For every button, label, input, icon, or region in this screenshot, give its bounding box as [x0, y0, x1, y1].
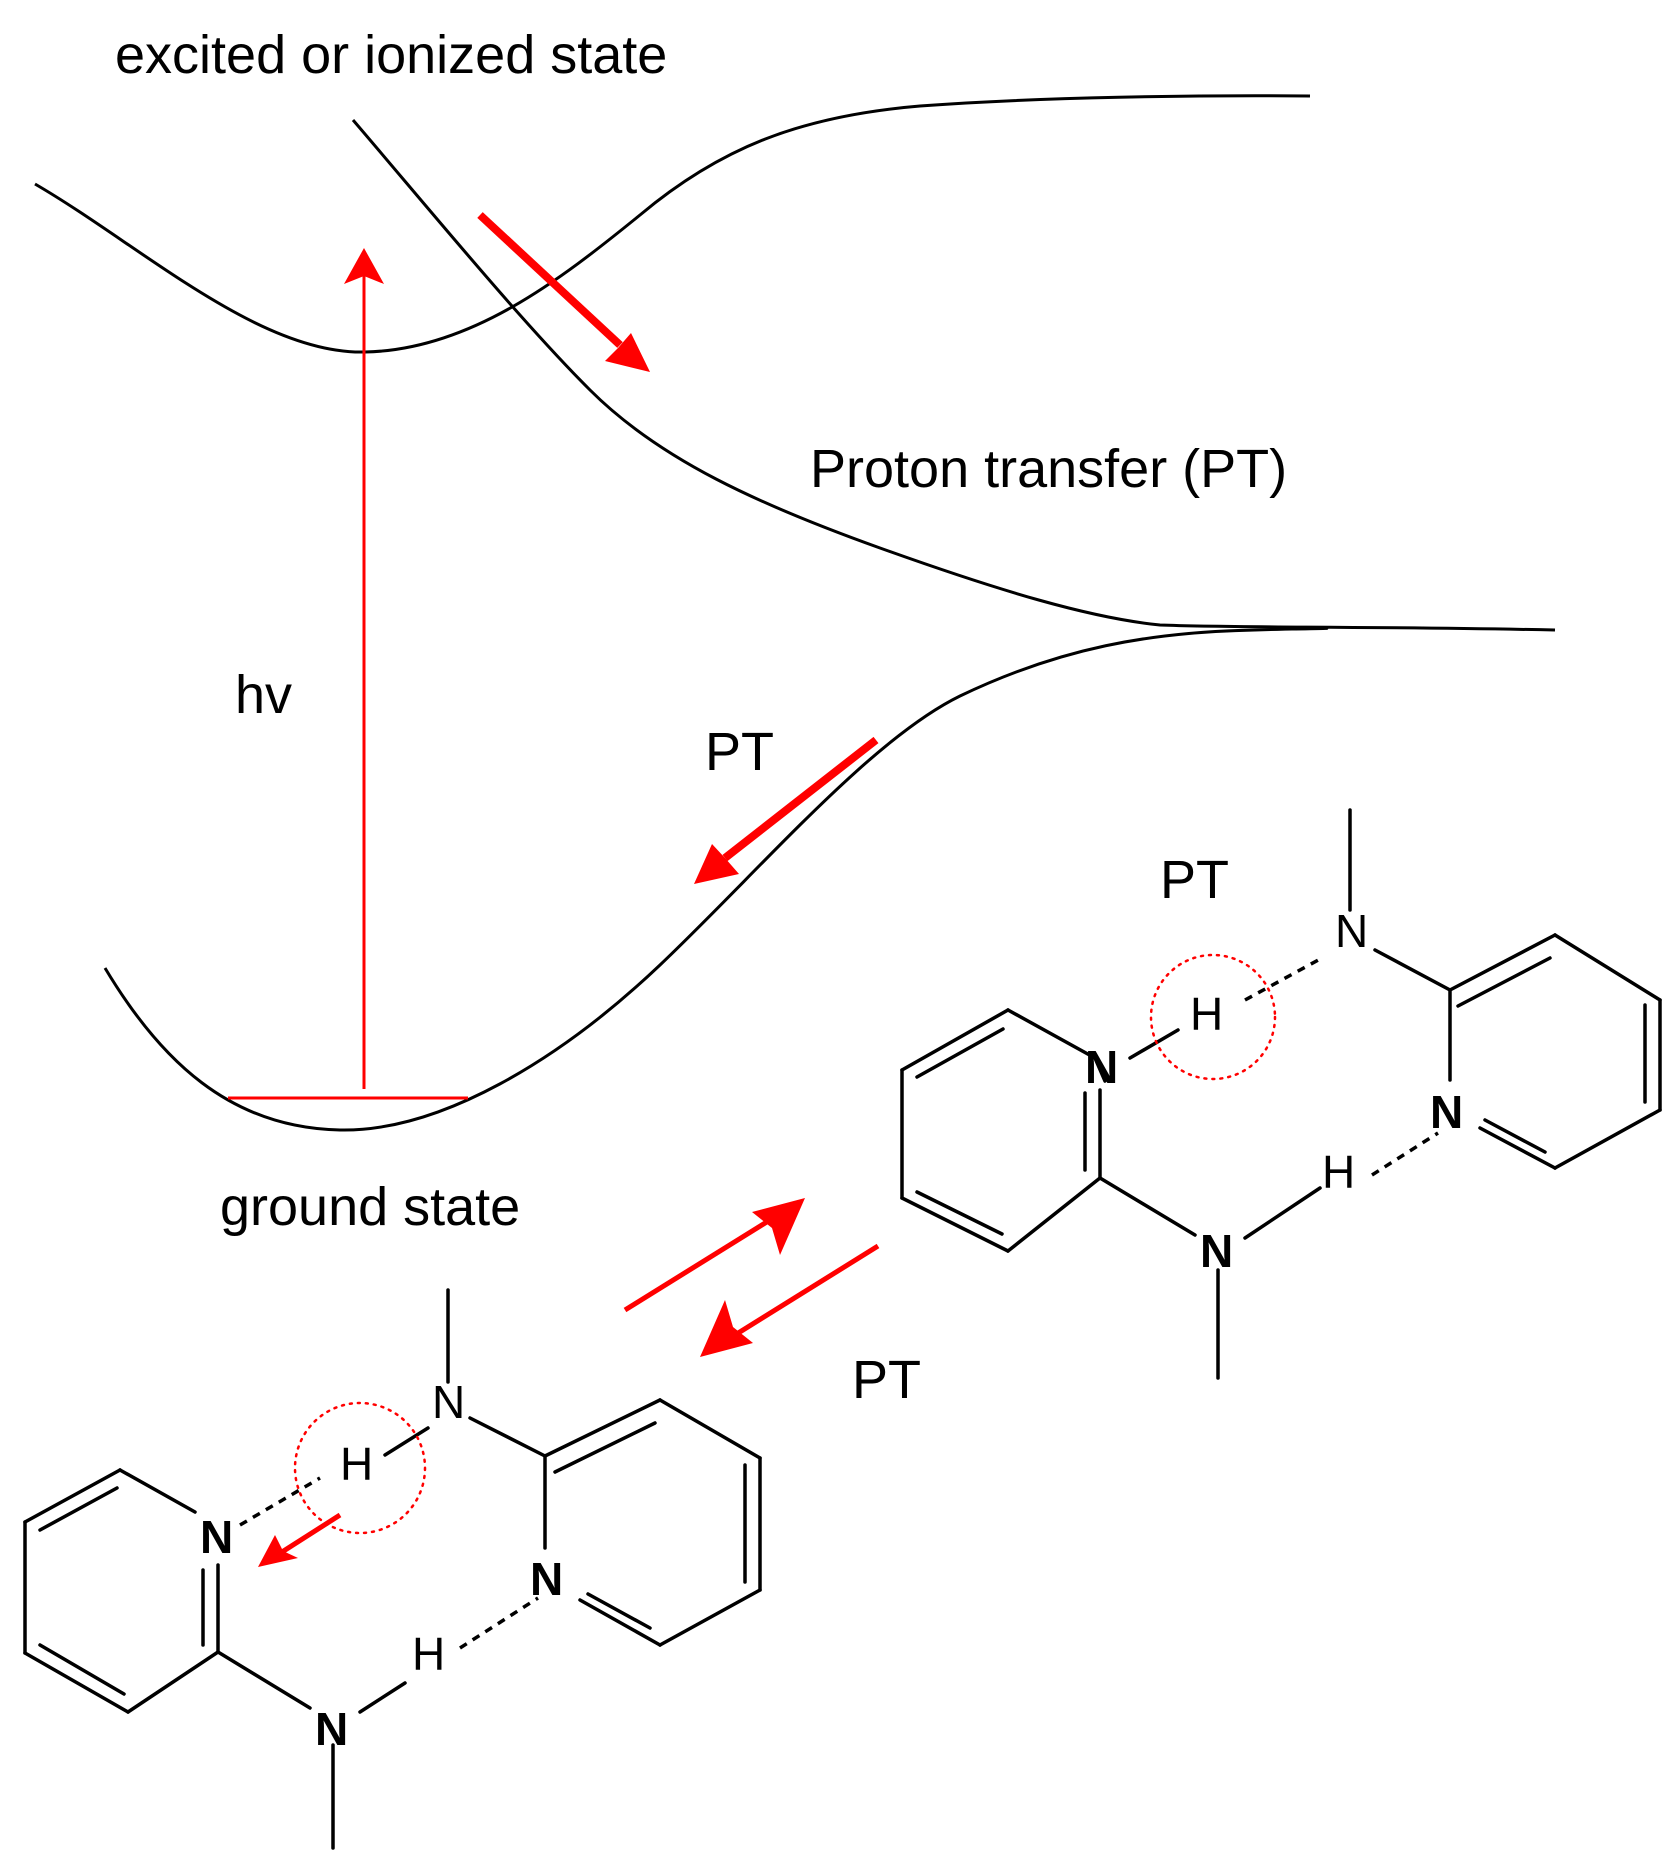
bond — [1553, 1108, 1662, 1170]
bond — [658, 1588, 762, 1647]
bond — [126, 1650, 220, 1714]
hydrogen-bond — [239, 1476, 321, 1527]
ground-pt-arrow — [722, 736, 879, 862]
excited-state-well-curve — [34, 94, 1311, 354]
atom-h: H — [412, 1628, 445, 1680]
proton-shift-arrow — [280, 1512, 342, 1555]
bond — [586, 1592, 652, 1630]
excited-pt-arrow — [477, 212, 623, 348]
bond — [578, 1598, 662, 1647]
proton-highlight-circle — [293, 1401, 427, 1535]
bond — [915, 1027, 1005, 1079]
proton-transfer-label: Proton transfer (PT) — [810, 439, 1287, 499]
atom-n: N — [315, 1703, 348, 1755]
bond — [358, 1681, 407, 1714]
bond — [1373, 948, 1452, 992]
hv-excitation-arrowhead — [344, 248, 384, 284]
pt-lower-label: PT — [852, 1350, 921, 1410]
atom-n: N — [1430, 1086, 1463, 1138]
bond — [543, 1398, 662, 1458]
hydrogen-bond — [1371, 1131, 1439, 1177]
hv-label: hv — [235, 665, 292, 725]
atom-n: N — [530, 1553, 563, 1605]
equilibrium-forward-arrowhead — [752, 1198, 805, 1255]
bond — [1006, 1008, 1097, 1060]
bond — [900, 1008, 1010, 1072]
pt-upper-label: PT — [705, 722, 774, 782]
bond — [383, 1426, 430, 1457]
bond — [1478, 1126, 1557, 1170]
equilibrium-forward-arrow — [623, 1217, 772, 1313]
bond — [468, 1416, 547, 1458]
excited-state-label: excited or ionized state — [115, 25, 667, 85]
bond — [216, 1650, 312, 1710]
hydrogen-bond — [1244, 956, 1323, 1002]
ground-state-well-curve — [103, 626, 1329, 1132]
bond — [38, 1643, 126, 1696]
bond — [1128, 1028, 1180, 1060]
bond — [1483, 1118, 1547, 1154]
atom-n: N — [432, 1376, 465, 1428]
atom-n: N — [1085, 1041, 1118, 1093]
equilibrium-backward-arrow — [733, 1243, 880, 1338]
bond — [658, 1398, 762, 1460]
bond — [1553, 933, 1662, 1002]
ground-pt-arrowhead — [694, 844, 739, 884]
bond — [900, 1196, 1010, 1253]
bond — [553, 1421, 657, 1474]
bond — [1448, 933, 1557, 992]
bond — [38, 1486, 119, 1532]
bond — [118, 1468, 197, 1514]
bond — [915, 1190, 1004, 1236]
equilibrium-backward-arrowhead — [700, 1300, 753, 1357]
atom-h: H — [1190, 988, 1223, 1040]
hydrogen-bond — [459, 1596, 539, 1650]
excited-pt-arrowhead — [605, 333, 650, 372]
proton-shift-arrowhead — [258, 1535, 298, 1567]
bond — [1006, 1176, 1102, 1253]
bond — [1098, 1176, 1197, 1237]
proton-highlight-circle — [1149, 953, 1277, 1081]
bond — [23, 1468, 122, 1524]
atom-n: N — [1200, 1225, 1233, 1277]
bond — [23, 1651, 130, 1714]
dimer-molecule-right: N H N N H N — [900, 808, 1662, 1380]
atom-n: N — [200, 1511, 233, 1563]
proton-transfer-dissociative-curve — [351, 119, 1556, 632]
bond — [1456, 956, 1552, 1008]
ground-state-label: ground state — [220, 1177, 520, 1237]
bond — [1093, 1056, 1107, 1083]
bond — [1243, 1186, 1322, 1240]
atom-h: H — [1322, 1146, 1355, 1198]
atom-h: H — [340, 1438, 373, 1490]
atom-n: N — [1335, 905, 1368, 957]
pt-molecule-label: PT — [1160, 850, 1229, 910]
dimer-molecule-left: N H N N H N — [23, 1288, 762, 1850]
